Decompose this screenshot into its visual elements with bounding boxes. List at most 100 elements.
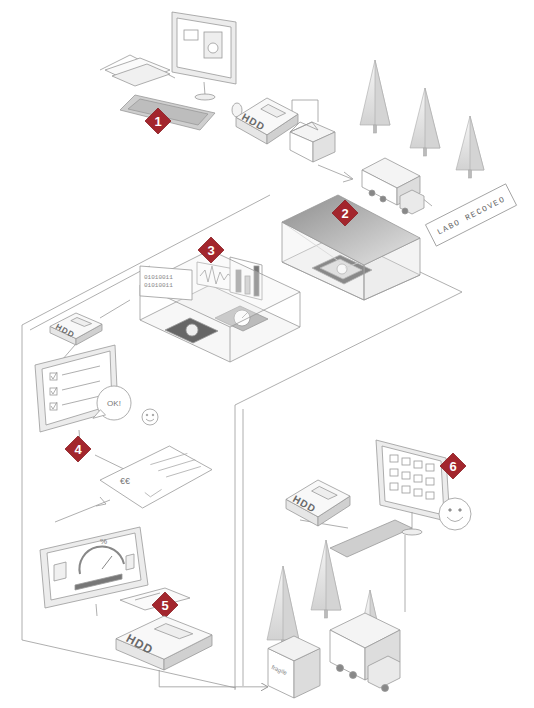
flow-line	[55, 500, 110, 522]
callout-diamond	[152, 592, 178, 618]
arrow-head	[343, 172, 353, 182]
frame-line	[22, 325, 236, 688]
smiley-mouth	[447, 517, 463, 522]
file-icon	[390, 455, 398, 462]
flow-line	[100, 300, 130, 318]
node-invoice: €€	[100, 446, 212, 508]
frame-line	[243, 409, 244, 686]
smiley-eye	[459, 509, 462, 512]
tree-shade	[283, 566, 299, 640]
smiley-eye	[449, 509, 452, 512]
monitor	[40, 527, 148, 608]
carton-side	[290, 132, 313, 162]
lab-roof	[282, 195, 420, 265]
callout-diamond	[145, 108, 171, 134]
node-bubble: OK!	[97, 386, 131, 420]
screen-box	[54, 562, 66, 581]
tree	[410, 88, 440, 148]
smiley-eye	[146, 414, 148, 416]
drive-label-plate	[261, 104, 286, 117]
paper-line	[135, 593, 160, 600]
progress-bar	[75, 574, 122, 590]
wheel	[350, 672, 357, 679]
tree	[360, 60, 390, 125]
tree	[267, 566, 299, 640]
list-line	[62, 396, 100, 405]
trees	[267, 60, 484, 668]
tree	[456, 116, 484, 170]
checkbox	[50, 373, 57, 380]
drive-label-plate	[312, 486, 338, 499]
screen	[382, 446, 444, 515]
callout-diamond	[332, 200, 358, 226]
paper	[112, 64, 170, 86]
box-edge	[230, 327, 231, 362]
screen-box	[204, 32, 222, 58]
file-grid	[390, 455, 434, 499]
flow-line	[318, 165, 352, 179]
drive-label-plate	[71, 318, 92, 327]
bubble-text: OK!	[97, 386, 131, 420]
callout-number: 4	[65, 436, 91, 462]
truck-top	[362, 158, 424, 214]
file-icon	[414, 461, 422, 468]
invoice-line	[166, 466, 201, 477]
file-icon	[426, 478, 434, 485]
truck-cargo	[330, 630, 365, 680]
file-icon	[414, 475, 422, 482]
monitor-stand	[204, 82, 205, 95]
file-icon	[426, 492, 434, 499]
file-icon	[390, 483, 398, 490]
monitor	[376, 440, 450, 522]
screen	[177, 18, 231, 78]
screen-label: %	[100, 537, 107, 546]
list-line	[62, 381, 100, 390]
screen-chart	[208, 43, 218, 53]
callout-diamond	[440, 453, 466, 479]
wheel	[369, 190, 375, 196]
node-diamond: 6	[440, 453, 466, 479]
check	[51, 372, 57, 379]
gauge-needle	[102, 556, 112, 569]
node-plate: HDD	[236, 98, 298, 144]
node-panel: 01010011 01010011	[140, 266, 192, 300]
tree-shade	[375, 60, 390, 125]
box-edge	[300, 292, 301, 327]
callout-diamond	[65, 436, 91, 462]
node-plate: HDD	[116, 616, 212, 670]
carton-side	[313, 132, 335, 162]
invoice-line	[150, 453, 187, 464]
wheel	[382, 685, 389, 692]
smiley	[142, 409, 158, 425]
tree-trunk	[469, 170, 472, 178]
check	[51, 402, 57, 409]
node-plate: HDD	[286, 480, 350, 526]
wheel	[402, 208, 408, 214]
lab-box	[282, 195, 420, 300]
wheel	[337, 665, 344, 672]
screen	[47, 533, 141, 600]
monitor-stand	[412, 512, 413, 530]
node-outline	[100, 446, 212, 508]
sign-text: LABO RECOVEO	[425, 184, 516, 246]
node-cube: fragile	[268, 636, 320, 698]
file-icon	[402, 486, 410, 493]
arrow-head	[96, 497, 106, 506]
drive-top	[286, 480, 350, 517]
file-icon	[414, 489, 422, 496]
callout-number: 1	[145, 108, 171, 134]
node-diamond: 4	[65, 436, 91, 462]
drive-top	[116, 616, 212, 659]
callout-number: 6	[440, 453, 466, 479]
currency-text: €€	[120, 476, 130, 486]
workstation-top	[105, 12, 335, 162]
file-icon	[390, 469, 398, 476]
node-diamond: 5	[152, 592, 178, 618]
monitor	[172, 12, 236, 84]
tree-trunk	[374, 125, 377, 133]
flow-line	[405, 535, 406, 612]
box-top	[140, 250, 300, 327]
